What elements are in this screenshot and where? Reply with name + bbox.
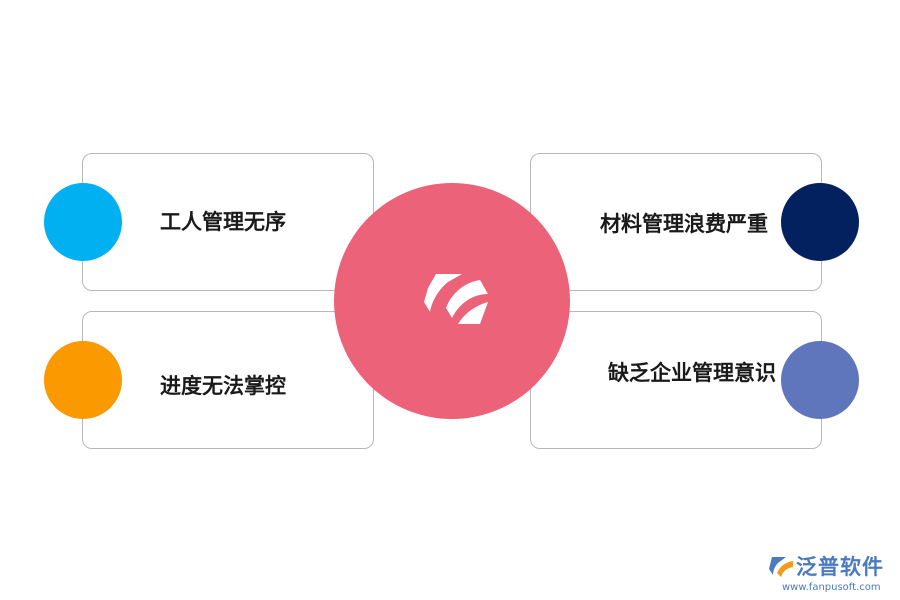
stylized-f-logo-icon <box>424 274 488 324</box>
card-bottom-left <box>82 311 374 449</box>
card-bottom-right <box>530 311 822 449</box>
marker-dot-top-right <box>781 183 859 261</box>
brand-logo-icon <box>769 557 793 577</box>
item-label-bottom-left: 进度无法掌控 <box>160 374 286 398</box>
card-top-left <box>82 153 374 291</box>
item-label-top-left: 工人管理无序 <box>160 210 286 234</box>
marker-dot-top-left <box>44 183 122 261</box>
card-top-right <box>530 153 822 291</box>
item-label-bottom-right: 缺乏企业管理意识 <box>608 361 776 385</box>
marker-dot-bottom-right <box>781 341 859 419</box>
watermark-url: www.fanpusoft.com <box>782 582 881 593</box>
item-label-top-right: 材料管理浪费严重 <box>600 212 768 236</box>
watermark-brand-name: 泛普软件 <box>796 555 884 579</box>
watermark: 泛普软件 www.fanpusoft.com <box>768 552 894 596</box>
marker-dot-bottom-left <box>44 341 122 419</box>
